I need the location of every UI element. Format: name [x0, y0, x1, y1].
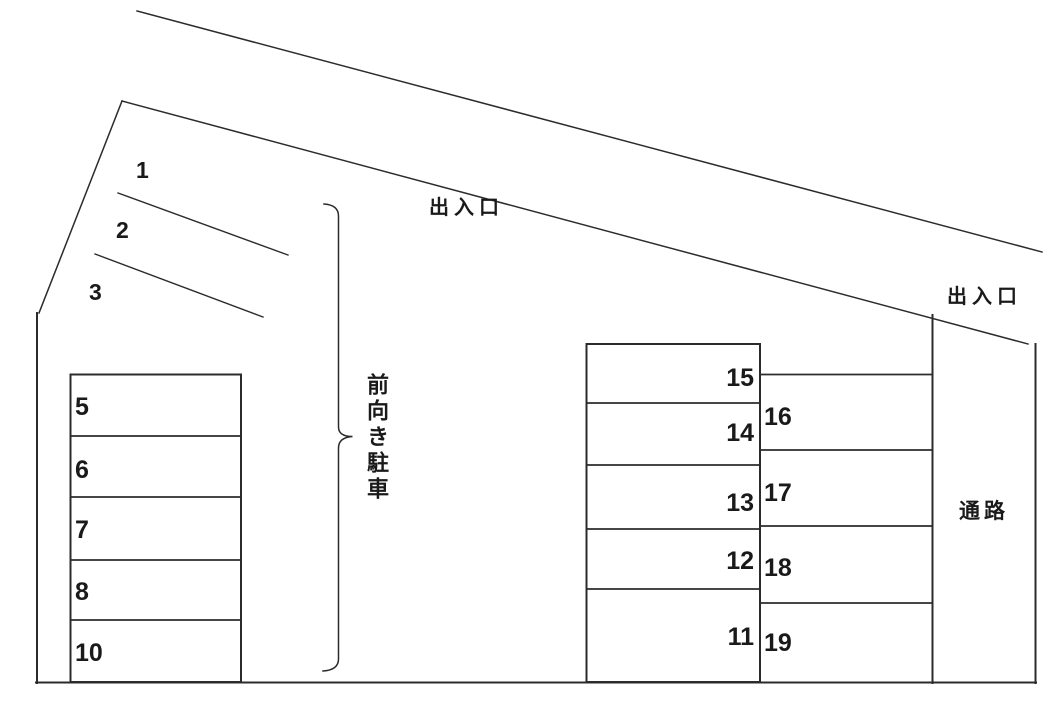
space-number-13: 13	[726, 489, 754, 517]
space-number-2: 2	[116, 217, 129, 243]
space-number-17: 17	[764, 479, 792, 507]
left-block-outline	[69, 373, 242, 683]
space-number-3: 3	[89, 279, 102, 305]
middle-block-outline	[585, 343, 761, 683]
stall-divider-1-2	[117, 192, 289, 256]
front-parking-brace	[322, 203, 353, 672]
top-road-line	[136, 10, 1043, 253]
space-number-6: 6	[75, 456, 89, 484]
space-number-14: 14	[726, 419, 754, 447]
space-number-10: 10	[75, 639, 103, 667]
front-facing-parking-label: 前向き駐車	[364, 373, 389, 503]
space-number-7: 7	[75, 516, 89, 544]
space-number-11: 11	[727, 623, 754, 651]
space-number-16: 16	[764, 403, 792, 431]
space-number-8: 8	[75, 578, 89, 606]
entrance-label-top: 出入口	[429, 197, 504, 219]
inner-boundary-diagonal	[121, 100, 1029, 345]
entrance-label-right: 出入口	[947, 286, 1022, 308]
space-number-18: 18	[764, 554, 792, 582]
aisle-label: 通路	[959, 500, 1009, 523]
stall-divider-2-3	[94, 253, 264, 318]
space-number-1: 1	[136, 157, 149, 183]
space-number-5: 5	[75, 393, 89, 421]
space-number-15: 15	[726, 364, 754, 392]
space-number-12: 12	[726, 547, 754, 575]
left-slant-boundary	[38, 100, 123, 314]
space-number-19: 19	[764, 629, 792, 657]
